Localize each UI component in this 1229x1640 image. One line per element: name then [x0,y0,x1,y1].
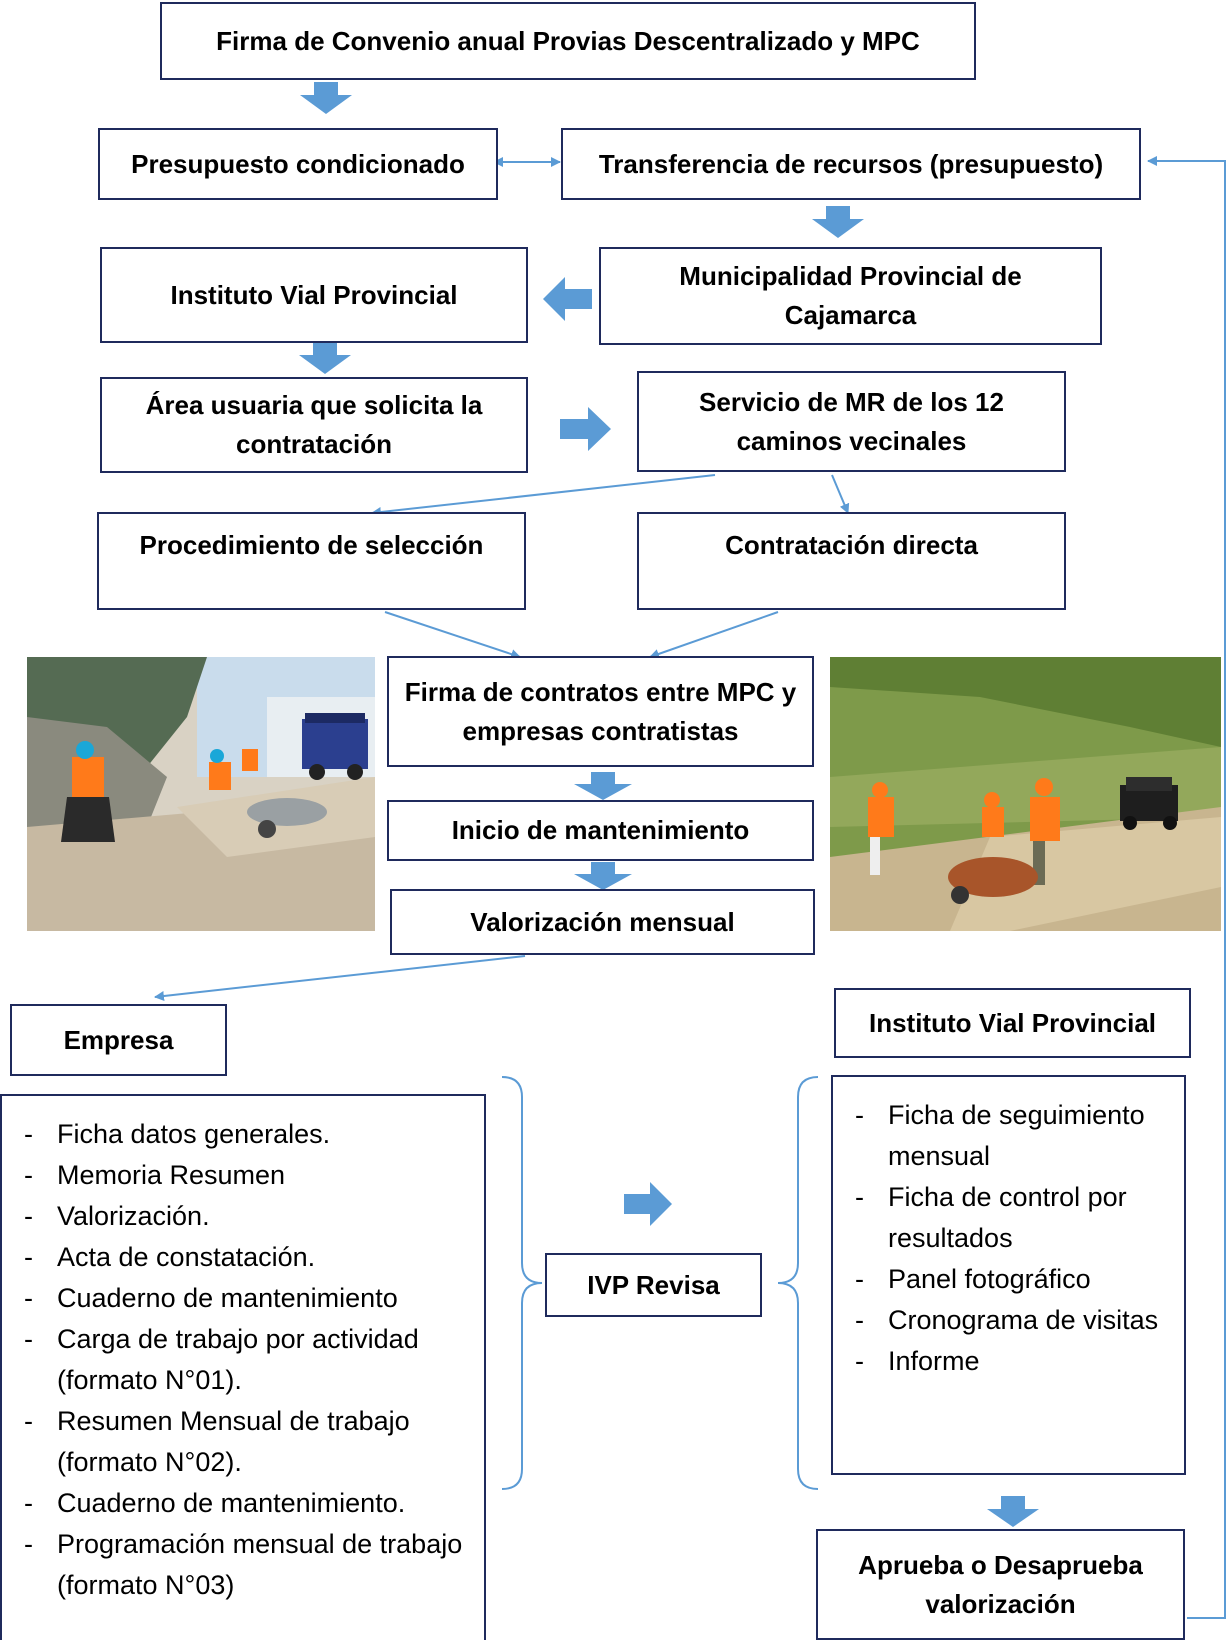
empresa-list-item: Cuaderno de mantenimiento [2,1278,474,1319]
empresa-list-item: Acta de constatación. [2,1237,474,1278]
block-arrow-right-2 [624,1182,672,1226]
block-arrow-left-1 [543,277,592,321]
box-municipalidad-provincial: Municipalidad Provincial de Cajamarca [599,247,1102,345]
box-transferencia-recursos: Transferencia de recursos (presupuesto) [561,128,1141,200]
hillside-workers-photo [830,657,1221,931]
box-presupuesto-condicionado: Presupuesto condicionado [98,128,498,200]
block-arrow-down-1 [300,82,352,114]
line-procedimiento-firma [384,611,521,659]
ivp-list-item: Ficha de control por resultados [833,1177,1174,1259]
empresa-document-list: Ficha datos generales. Memoria Resumen V… [0,1094,486,1640]
ivp-document-list: Ficha de seguimiento mensual Ficha de co… [831,1075,1186,1475]
empresa-list-item: Resumen Mensual de trabajo (formato N°02… [2,1401,474,1483]
empresa-list-item: Carga de trabajo por actividad (formato … [2,1319,474,1401]
road-workers-photo [27,657,375,931]
empresa-list-item: Memoria Resumen [2,1155,474,1196]
block-arrow-right-1 [560,407,611,451]
ivp-list-item: Ficha de seguimiento mensual [833,1095,1174,1177]
ivp-list-item: Informe [833,1341,1174,1382]
box-procedimiento-seleccion: Procedimiento de selección [97,512,526,610]
empresa-list-item: Cuaderno de mantenimiento. [2,1483,474,1524]
line-servicio-procedimiento [371,474,716,517]
left-bracket [501,1076,543,1490]
ivp-list-item: Panel fotográfico [833,1259,1174,1300]
line-servicio-directa [831,474,850,514]
block-arrow-down-3 [299,342,351,374]
block-arrow-down-5 [574,862,632,890]
box-contratacion-directa: Contratación directa [637,512,1066,610]
line-valorizacion-empresa [154,955,526,1001]
box-firma-convenio: Firma de Convenio anual Provias Descentr… [160,2,976,80]
block-arrow-down-4 [574,772,632,800]
right-bracket [777,1076,819,1490]
box-firma-contratos: Firma de contratos entre MPC y empresas … [387,656,814,767]
box-ivp-revisa: IVP Revisa [545,1253,762,1317]
empresa-list-item: Programación mensual de trabajo (formato… [2,1524,474,1606]
block-arrow-down-6 [987,1496,1039,1527]
box-inicio-mantenimiento: Inicio de mantenimiento [387,800,814,861]
line-directa-firma [649,611,779,659]
empresa-list-item: Valorización. [2,1196,474,1237]
box-servicio-mr: Servicio de MR de los 12 caminos vecinal… [637,371,1066,472]
box-aprueba-desaprueba: Aprueba o Desaprueba valorización [816,1529,1185,1640]
block-arrow-down-2 [812,206,864,238]
box-area-usuaria: Área usuaria que solicita la contratació… [100,377,528,473]
ivp-list-item: Cronograma de visitas [833,1300,1174,1341]
box-instituto-vial-provincial-right: Instituto Vial Provincial [834,988,1191,1058]
feedback-loop-line [1147,156,1226,1619]
empresa-list-item: Ficha datos generales. [2,1114,474,1155]
box-empresa: Empresa [10,1004,227,1076]
box-valorizacion-mensual: Valorización mensual [390,889,815,955]
box-instituto-vial-provincial: Instituto Vial Provincial [100,247,528,343]
